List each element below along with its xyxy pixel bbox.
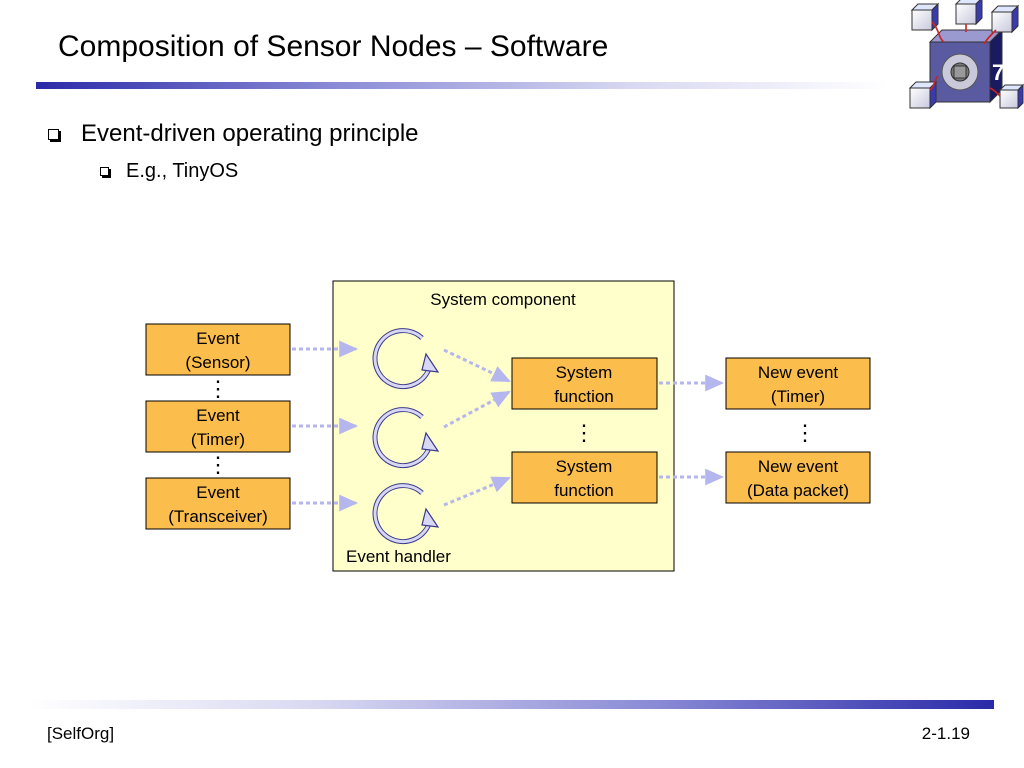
footer-source: [SelfOrg] <box>47 724 115 743</box>
event-box-transceiver: Event (Transceiver) <box>145 477 291 530</box>
checkbox-bullet-icon <box>100 167 109 176</box>
bullet-level2: E.g., TinyOS <box>100 160 238 183</box>
cycle-arrow-icon <box>372 328 440 390</box>
arrow-handler-to-function <box>443 476 511 507</box>
title-underline <box>36 82 888 89</box>
event-box-line1: Event <box>196 483 240 502</box>
event-box-line1: Event <box>196 406 240 425</box>
arrow-handler-to-function <box>443 348 511 383</box>
ellipsis-vertical: ⋮ <box>794 420 816 445</box>
system-component-label: System component <box>430 290 576 309</box>
bullet-level1: Event-driven operating principle <box>48 120 419 148</box>
function-box-line1: System <box>556 363 613 382</box>
function-box-line1: System <box>556 457 613 476</box>
bullet-text: Event-driven operating principle <box>81 120 419 147</box>
ellipsis-vertical: ⋮ <box>207 376 229 401</box>
new-event-line1: New event <box>758 457 839 476</box>
footer-rule <box>28 700 994 709</box>
new-event-line2: (Timer) <box>771 387 825 406</box>
event-box-line2: (Sensor) <box>185 353 250 372</box>
cube-network-logo: 7 <box>908 0 1024 110</box>
bullet-text: E.g., TinyOS <box>126 160 239 182</box>
event-box-sensor: Event (Sensor) <box>145 323 291 376</box>
cycle-arrow-icon <box>372 483 440 545</box>
event-box-timer: Event (Timer) <box>145 400 291 453</box>
system-function-box: System function <box>511 451 658 504</box>
new-event-line1: New event <box>758 363 839 382</box>
function-box-line2: function <box>554 481 614 500</box>
ellipsis-vertical: ⋮ <box>573 420 595 445</box>
new-event-line2: (Data packet) <box>747 481 849 500</box>
event-box-line2: (Transceiver) <box>168 507 268 526</box>
slide-number: 2-1.19 <box>921 724 970 743</box>
event-box-line2: (Timer) <box>191 430 245 449</box>
event-box-line1: Event <box>196 329 240 348</box>
svg-text:7: 7 <box>992 60 1004 85</box>
event-handler-label: Event handler <box>346 547 451 566</box>
checkbox-bullet-icon <box>48 128 59 140</box>
slide-title: Composition of Sensor Nodes – Software <box>58 30 609 63</box>
function-box-line2: function <box>554 387 614 406</box>
arrow-handler-to-function <box>443 390 511 429</box>
ellipsis-vertical: ⋮ <box>207 452 229 477</box>
new-event-box-timer: New event (Timer) <box>725 357 871 410</box>
cycle-arrow-icon <box>372 407 440 469</box>
new-event-box-data-packet: New event (Data packet) <box>725 451 871 504</box>
system-component-box <box>332 280 675 572</box>
system-function-box: System function <box>511 357 658 410</box>
